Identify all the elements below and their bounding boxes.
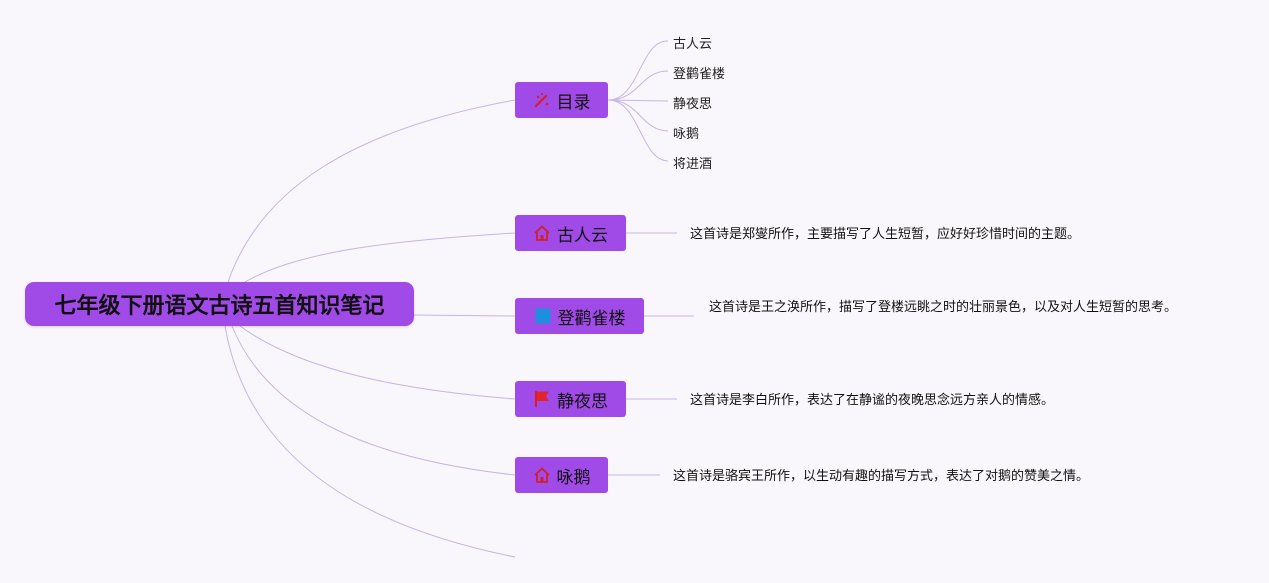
topic-label: 古人云 bbox=[557, 225, 608, 246]
catalog-item[interactable]: 静夜思 bbox=[673, 97, 713, 112]
topic-note: 这首诗是骆宾王所作，以生动有趣的描写方式，表达了对鹅的赞美之情。 bbox=[673, 469, 1090, 484]
red-flag-icon bbox=[533, 390, 551, 408]
connector-gurenyun bbox=[244, 232, 516, 283]
catalog-label: 目录 bbox=[556, 92, 591, 113]
topic-node-yonge[interactable]: 咏鹅 bbox=[515, 457, 608, 493]
blue-square-icon bbox=[534, 307, 552, 325]
connector-catalog bbox=[227, 99, 516, 283]
house-icon bbox=[533, 224, 551, 242]
wand-icon bbox=[533, 91, 551, 109]
catalog-item[interactable]: 古人云 bbox=[673, 37, 713, 52]
topic-node-gurenyun[interactable]: 古人云 bbox=[515, 215, 626, 251]
root-topic[interactable]: 七年级下册语文古诗五首知识笔记 bbox=[25, 282, 414, 326]
catalog-item[interactable]: 将进酒 bbox=[673, 157, 713, 172]
topic-note: 这首诗是王之涣所作，描写了登楼远眺之时的壮丽景色，以及对人生短暂的思考。 bbox=[709, 300, 1178, 315]
connector-extra bbox=[224, 325, 516, 558]
catalog-item[interactable]: 咏鹅 bbox=[673, 127, 700, 142]
catalog-item[interactable]: 登鹳雀楼 bbox=[673, 67, 726, 82]
connector-yonge bbox=[231, 325, 516, 476]
connector-dengquelou bbox=[413, 314, 516, 317]
topic-note: 这首诗是李白所作，表达了在静谧的夜晚思念远方亲人的情感。 bbox=[690, 393, 1055, 408]
catalog-node[interactable]: 目录 bbox=[515, 82, 608, 118]
house-icon bbox=[533, 466, 551, 484]
topic-note: 这首诗是郑燮所作，主要描写了人生短暂，应好好珍惜时间的主题。 bbox=[690, 227, 1081, 242]
topic-label: 静夜思 bbox=[557, 391, 608, 412]
topic-label: 登鹳雀楼 bbox=[557, 308, 626, 329]
connector-jingyesi bbox=[239, 325, 516, 400]
topic-node-jingyesi[interactable]: 静夜思 bbox=[515, 381, 626, 417]
topic-node-dengquelou[interactable]: 登鹳雀楼 bbox=[515, 298, 644, 334]
topic-label: 咏鹅 bbox=[556, 467, 591, 488]
